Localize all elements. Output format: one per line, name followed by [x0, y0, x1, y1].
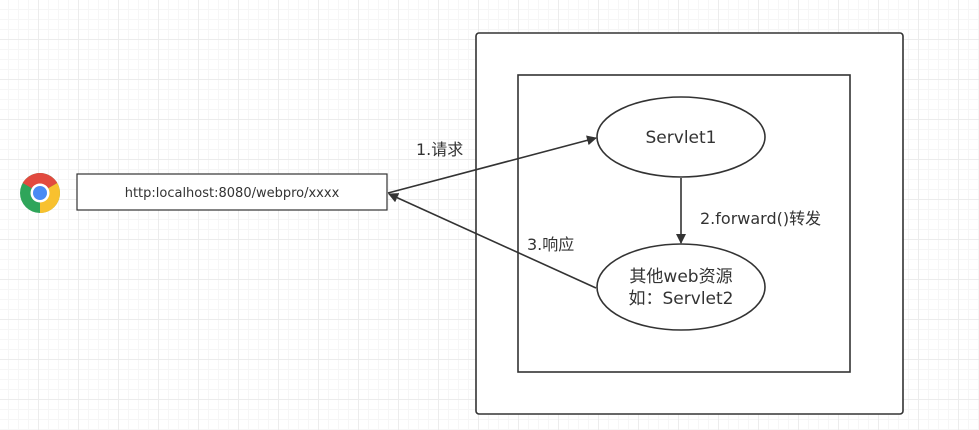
request-arrow: [387, 135, 597, 194]
request-label: 1.请求: [416, 140, 463, 159]
other-resource-node: 其他web资源 如：Servlet2: [596, 243, 766, 331]
forward-label: 2.forward()转发: [700, 209, 821, 228]
other-resource-label-line1: 其他web资源: [629, 267, 732, 287]
response-arrow: [388, 193, 597, 289]
servlet1-node: Servlet1: [596, 96, 766, 178]
servlet1-label: Servlet1: [646, 128, 717, 148]
url-box: http:localhost:8080/webpro/xxxx: [76, 173, 388, 211]
other-resource-label-line2: 如：Servlet2: [629, 289, 734, 309]
chrome-browser-icon: [20, 173, 60, 213]
url-text: http:localhost:8080/webpro/xxxx: [125, 186, 340, 201]
response-label: 3.响应: [527, 235, 574, 254]
